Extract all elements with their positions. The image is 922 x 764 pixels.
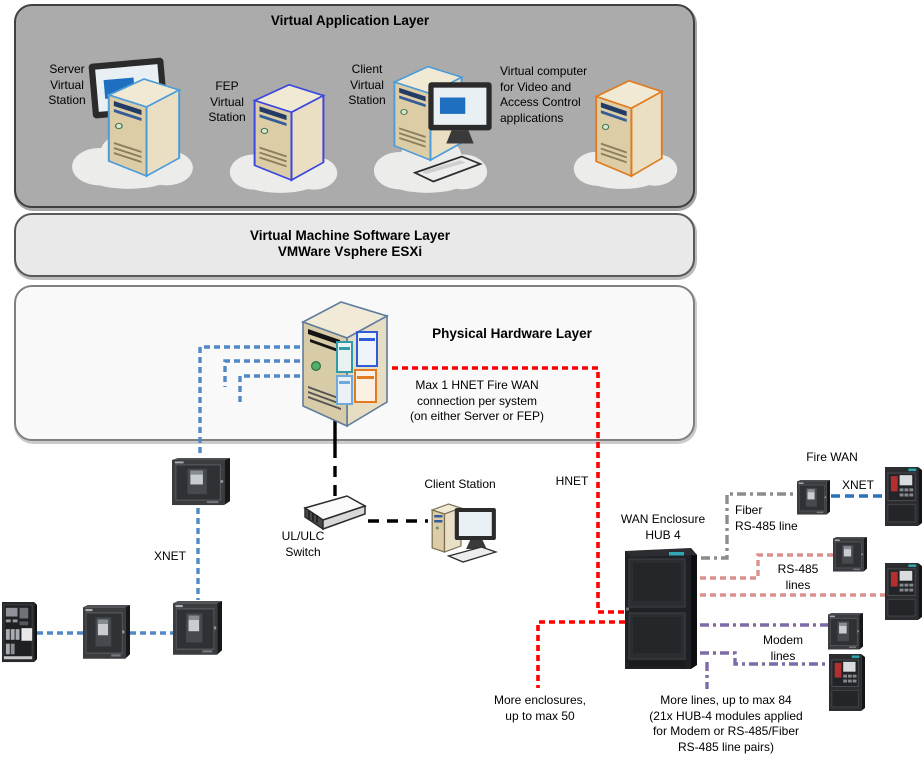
annunciator-panel bbox=[2, 602, 37, 663]
ethernet-lines bbox=[333, 420, 428, 523]
more-enclosures-note: More enclosures, up to max 50 bbox=[493, 693, 587, 723]
fire-panel bbox=[83, 605, 130, 660]
client-station-label: Client Station bbox=[424, 477, 496, 491]
fire-panel bbox=[797, 480, 830, 515]
fire-panel-with-phone bbox=[885, 467, 922, 526]
hnet-label: HNET bbox=[555, 474, 589, 488]
rs485-lines-label: RS-485 lines bbox=[777, 562, 819, 592]
modem-lines-label: Modem lines bbox=[762, 633, 804, 663]
ul-ulc-switch-label: UL/ULC Switch bbox=[281, 529, 325, 559]
fire-panel-with-phone bbox=[885, 563, 922, 620]
fire-panel-with-phone bbox=[829, 654, 865, 711]
hnet-max-connection-note: Max 1 HNET Fire WAN connection per syste… bbox=[409, 378, 545, 423]
fep-virtual-station-icon bbox=[253, 83, 325, 182]
virtual-app-layer-title: Virtual Application Layer bbox=[270, 13, 430, 28]
xnet-left-label: XNET bbox=[153, 549, 187, 563]
vm-software-layer-box bbox=[14, 213, 695, 277]
rs485-lines bbox=[700, 553, 885, 597]
client-virtual-station-label: Client Virtual Station bbox=[348, 62, 386, 107]
xnet-lines bbox=[37, 345, 300, 635]
physical-server-icon bbox=[302, 301, 388, 427]
xnet-right-label: XNET bbox=[841, 478, 875, 492]
server-virtual-station-label: Server Virtual Station bbox=[48, 62, 86, 107]
monitor-icon bbox=[428, 82, 492, 144]
client-station-icon bbox=[431, 503, 497, 563]
keyboard-icon bbox=[414, 155, 482, 183]
vm-software-layer-title: Virtual Machine Software Layer VMWare Vs… bbox=[249, 228, 451, 259]
modem-lines bbox=[700, 623, 829, 689]
video-access-virtual-computer-label: Virtual computer for Video and Access Co… bbox=[500, 64, 588, 125]
fiber-rs485-label: Fiber RS-485 line bbox=[735, 503, 798, 533]
fep-virtual-station-label: FEP Virtual Station bbox=[208, 79, 246, 124]
wan-enclosure-label: WAN Enclosure HUB 4 bbox=[620, 512, 706, 542]
video-access-virtual-computer-icon bbox=[595, 79, 663, 178]
hnet-lines bbox=[392, 366, 625, 688]
fire-panel bbox=[172, 458, 230, 506]
wan-enclosure-hub bbox=[624, 548, 698, 670]
server-virtual-station-icon bbox=[107, 77, 181, 178]
fire-panel bbox=[833, 537, 867, 572]
fire-panel bbox=[828, 613, 863, 650]
more-lines-note: More lines, up to max 84 (21x HUB-4 modu… bbox=[649, 693, 803, 754]
fire-wan-label: Fire WAN bbox=[806, 450, 858, 464]
physical-hardware-layer-title: Physical Hardware Layer bbox=[432, 326, 592, 341]
fiber-rs485-line bbox=[701, 492, 797, 560]
fire-panel bbox=[173, 601, 222, 656]
